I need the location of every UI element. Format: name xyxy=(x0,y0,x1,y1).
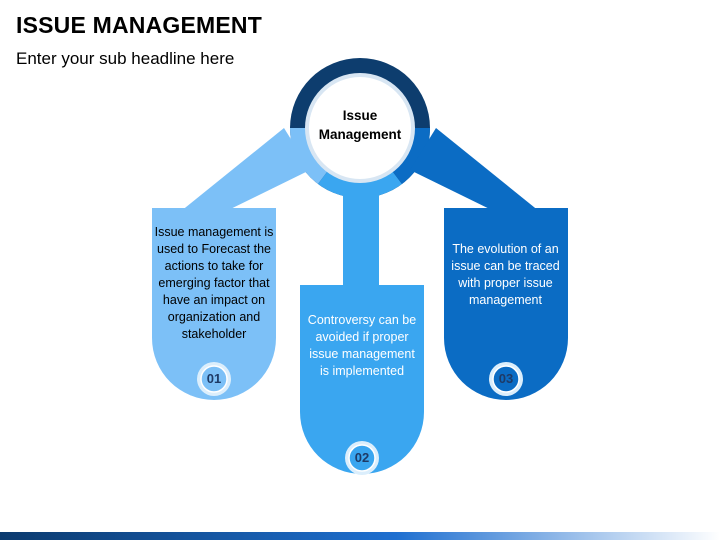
badge-01-inner xyxy=(200,365,228,393)
card-01-shape xyxy=(152,208,276,400)
hub-label-line2: Management xyxy=(318,127,402,142)
card-03-shape xyxy=(444,208,568,400)
card-03-text: The evolution of an issue can be traced … xyxy=(451,242,560,307)
hub-label: Issue Management xyxy=(304,106,416,144)
hub-inner-circle xyxy=(309,77,411,179)
badge-03-number: 03 xyxy=(498,371,514,386)
page-subtitle: Enter your sub headline here xyxy=(16,49,235,68)
footer-gradient-bar xyxy=(0,532,720,540)
card-02-text: Controversy can be avoided if proper iss… xyxy=(307,313,417,378)
badge-03-inner xyxy=(492,365,520,393)
connector-arm-01 xyxy=(170,128,310,220)
hub-label-line1: Issue xyxy=(342,108,378,123)
badge-02-inner xyxy=(348,444,376,472)
badge-02-number: 02 xyxy=(354,450,370,465)
connector-arm-03 xyxy=(410,128,550,220)
card-02-shape xyxy=(300,285,424,474)
connector-arm-02 xyxy=(343,170,379,290)
badge-01-number: 01 xyxy=(206,371,222,386)
page-title: ISSUE MANAGEMENT xyxy=(16,12,262,38)
card-01-text: Issue management is used to Forecast the… xyxy=(154,225,274,341)
